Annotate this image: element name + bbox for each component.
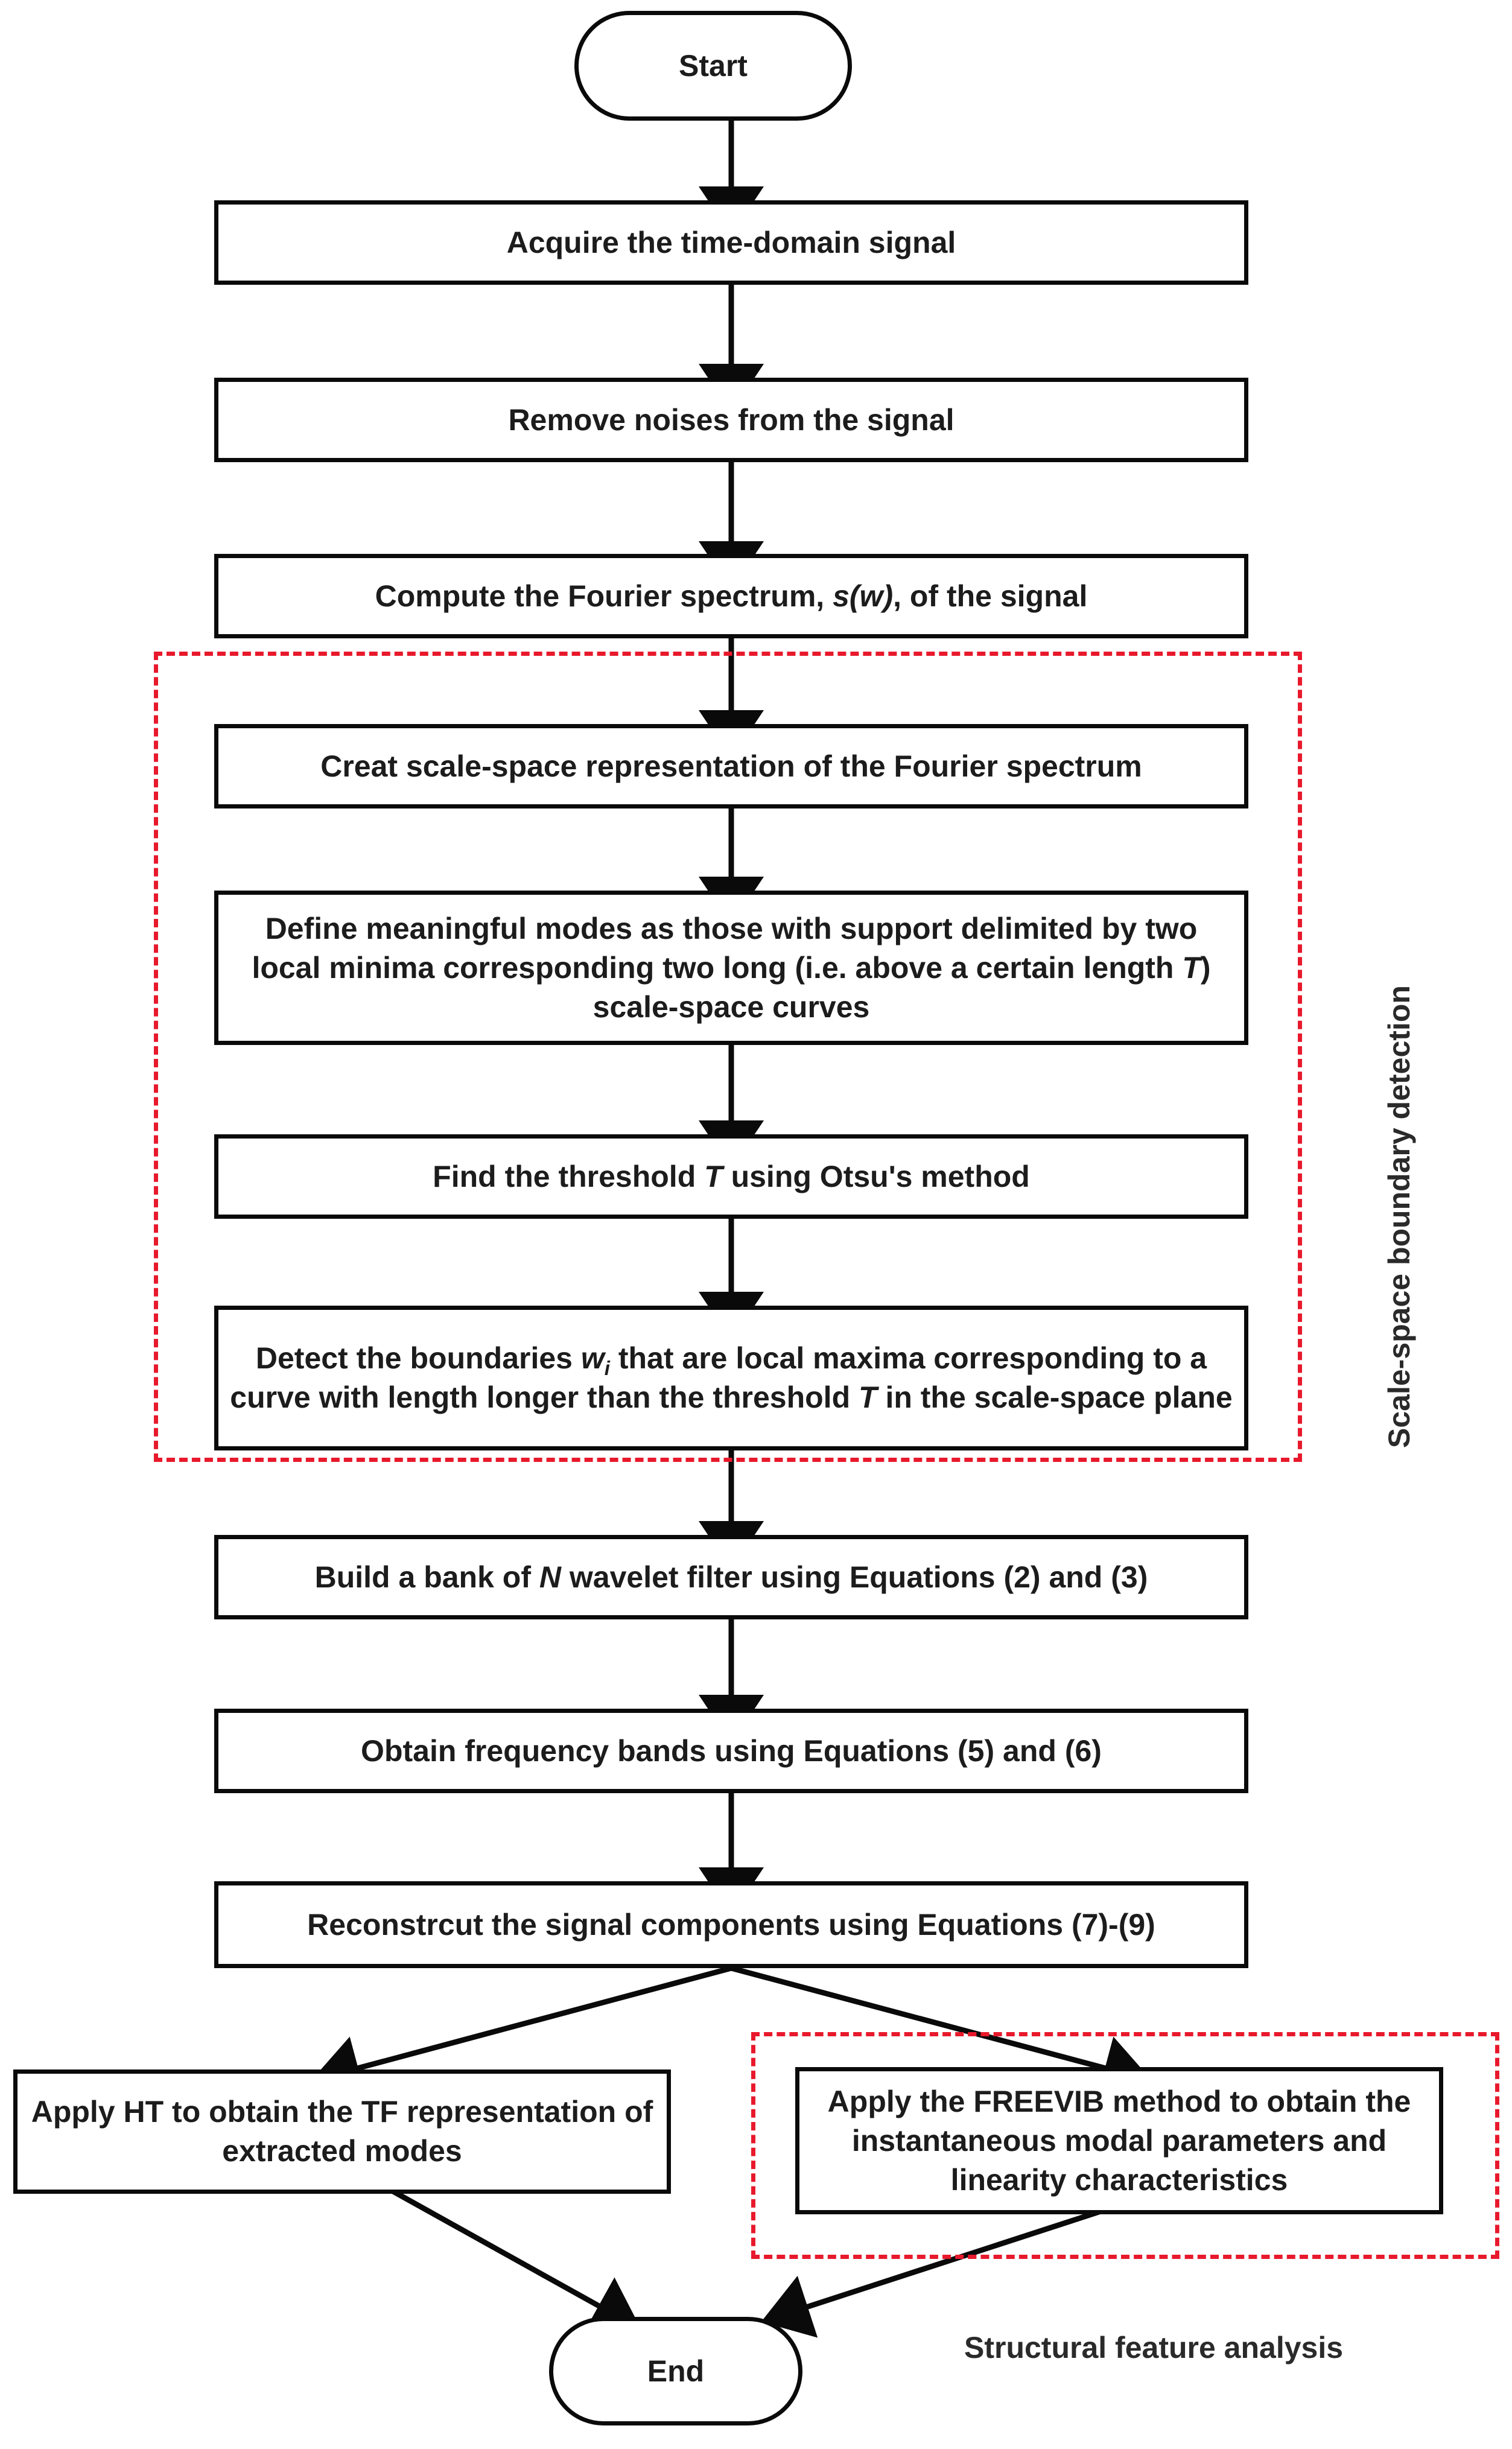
node-start[interactable]: Start xyxy=(574,11,852,121)
detect-text-c: in the scale-space plane xyxy=(877,1380,1233,1414)
node-define-meaningful-modes[interactable]: Define meaningful modes as those with su… xyxy=(214,891,1248,1045)
node-create-scale-space[interactable]: Creat scale-space representation of the … xyxy=(214,724,1248,808)
fourier-text-post: , of the signal xyxy=(893,579,1088,613)
edge-reconstruct-to-applyht xyxy=(311,1965,732,2100)
edge-reconstruct-to-freevib xyxy=(730,1965,1152,2100)
node-start-label: Start xyxy=(679,48,748,83)
detect-variable-w-subscript: i xyxy=(604,1357,610,1379)
node-end-label: End xyxy=(647,2354,705,2388)
node-detect-boundaries-label: Detect the boundaries wi that are local … xyxy=(229,1339,1233,1417)
node-build-wavelet-filter-bank[interactable]: Build a bank of N wavelet filter using E… xyxy=(214,1535,1248,1619)
node-find-threshold-otsu[interactable]: Find the threshold T using Otsu's method xyxy=(214,1134,1248,1219)
otsu-text-pre: Find the threshold xyxy=(433,1159,705,1193)
node-remove-noise[interactable]: Remove noises from the signal xyxy=(214,378,1248,462)
fourier-variable-sw: s(w) xyxy=(833,579,894,613)
node-find-threshold-otsu-label: Find the threshold T using Otsu's method xyxy=(229,1157,1233,1196)
node-apply-freevib[interactable]: Apply the FREEVIB method to obtain the i… xyxy=(795,2067,1443,2214)
node-apply-freevib-label: Apply the FREEVIB method to obtain the i… xyxy=(827,2084,1411,2197)
node-remove-noise-label: Remove noises from the signal xyxy=(508,402,955,437)
node-build-wavelet-filter-bank-label: Build a bank of N wavelet filter using E… xyxy=(229,1558,1233,1597)
detect-variable-w: w xyxy=(580,1341,605,1375)
node-obtain-frequency-bands-label: Obtain frequency bands using Equations (… xyxy=(361,1733,1102,1768)
fourier-text-pre: Compute the Fourier spectrum, xyxy=(375,579,833,613)
otsu-text-post: using Otsu's method xyxy=(722,1159,1030,1193)
node-reconstruct-signal-components[interactable]: Reconstrcut the signal components using … xyxy=(214,1881,1248,1968)
node-obtain-frequency-bands[interactable]: Obtain frequency bands using Equations (… xyxy=(214,1709,1248,1793)
define-text-a: Define meaningful modes as those with su… xyxy=(252,911,1198,985)
bank-text-a: Build a bank of xyxy=(314,1560,539,1594)
node-apply-ht[interactable]: Apply HT to obtain the TF representation… xyxy=(13,2069,671,2194)
edge-freevib-to-end xyxy=(761,2205,1111,2338)
define-text-b: ) scale-space curves xyxy=(592,950,1211,1024)
node-define-meaningful-modes-label: Define meaningful modes as those with su… xyxy=(229,909,1233,1027)
node-detect-boundaries[interactable]: Detect the boundaries wi that are local … xyxy=(214,1306,1248,1450)
node-reconstruct-signal-components-label: Reconstrcut the signal components using … xyxy=(307,1907,1155,1942)
detect-variable-t: T xyxy=(859,1380,877,1414)
define-variable-t: T xyxy=(1182,950,1201,985)
node-compute-fourier-spectrum-label: Compute the Fourier spectrum, s(w), of t… xyxy=(229,577,1233,616)
bank-variable-n: N xyxy=(539,1560,561,1594)
node-compute-fourier-spectrum[interactable]: Compute the Fourier spectrum, s(w), of t… xyxy=(214,554,1248,638)
node-acquire-signal[interactable]: Acquire the time-domain signal xyxy=(214,200,1248,285)
node-apply-ht-label: Apply HT to obtain the TF representation… xyxy=(31,2095,653,2168)
otsu-variable-t: T xyxy=(704,1159,723,1193)
detect-text-a: Detect the boundaries xyxy=(255,1341,581,1375)
label-scale-space-boundary-detection: Scale-space boundary detection xyxy=(1382,985,1416,1448)
detect-text-b: that are local maxima corresponding to a… xyxy=(230,1341,1207,1414)
bank-text-b: wavelet filter using Equations (2) and (… xyxy=(561,1560,1148,1594)
label-structural-feature-analysis: Structural feature analysis xyxy=(964,2331,1344,2365)
node-acquire-signal-label: Acquire the time-domain signal xyxy=(506,225,956,259)
node-create-scale-space-label: Creat scale-space representation of the … xyxy=(320,749,1142,783)
node-end[interactable]: End xyxy=(549,2317,802,2425)
